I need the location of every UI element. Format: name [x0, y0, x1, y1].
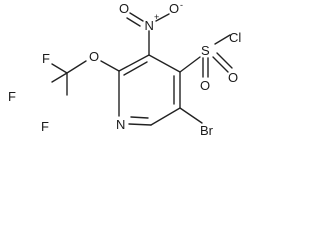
- bond-c5-br: [179, 107, 203, 124]
- bond-cf3-f-top: [51, 63, 68, 74]
- bond-c6-n: [128, 123, 152, 126]
- bond-nitro-n-o-top: [155, 13, 170, 22]
- bond-ether-o-cf3: [66, 60, 87, 74]
- bond-c5-c6: [150, 107, 181, 126]
- fluorine-left-label: F: [8, 89, 16, 104]
- nitro-oxygen-top-label: O: [169, 1, 179, 16]
- bond-nitro-n-o-left-double: [126, 17, 141, 27]
- ring-nitrogen-label: N: [116, 117, 125, 132]
- bond-sulfur-o-right-double: [216, 52, 233, 69]
- bond-c2-ether-o: [100, 60, 120, 72]
- sulfur-label: S: [201, 43, 210, 58]
- sulfonyl-oxygen-left-label: O: [200, 78, 210, 93]
- bond-c4-sulfur: [179, 56, 201, 73]
- bond-c3-c4: [148, 54, 181, 73]
- bond-cf3-f-left: [51, 72, 68, 83]
- bond-sulfur-cl: [214, 34, 231, 45]
- bond-c2-c3: [118, 54, 150, 72]
- fluorine-top-label: F: [42, 51, 50, 66]
- nitro-nitrogen-label: N: [145, 18, 154, 33]
- chlorine-label: Cl: [229, 30, 241, 45]
- nitro-negative-charge: -: [180, 0, 183, 10]
- bond-sulfur-o-right: [212, 56, 229, 73]
- sulfonyl-chloride-group: S Cl O O: [179, 30, 241, 93]
- nitro-oxygen-left-label: O: [119, 1, 129, 16]
- sulfonyl-oxygen-right-label: O: [228, 70, 238, 85]
- trifluoromethoxy-group: O F F F: [8, 49, 120, 134]
- bond-c6-n-inner: [130, 116, 149, 119]
- molecule-drawing: N + O - O S Cl O O N Br O F F F: [8, 0, 241, 138]
- bond-nitro-n-o-left: [129, 12, 144, 22]
- ether-oxygen-label: O: [89, 49, 99, 64]
- structure-diagram: N + O - O S Cl O O N Br O F F F: [8, 0, 241, 138]
- bond-c2-c3-inner: [123, 61, 148, 76]
- nitro-group: N + O - O: [119, 0, 183, 56]
- bromine-label: Br: [200, 123, 214, 138]
- ring-heteroatoms: N Br: [116, 107, 214, 138]
- fluorine-bottom-label: F: [41, 119, 49, 134]
- pyridine-ring: [118, 54, 181, 126]
- nitro-positive-charge: +: [154, 12, 159, 22]
